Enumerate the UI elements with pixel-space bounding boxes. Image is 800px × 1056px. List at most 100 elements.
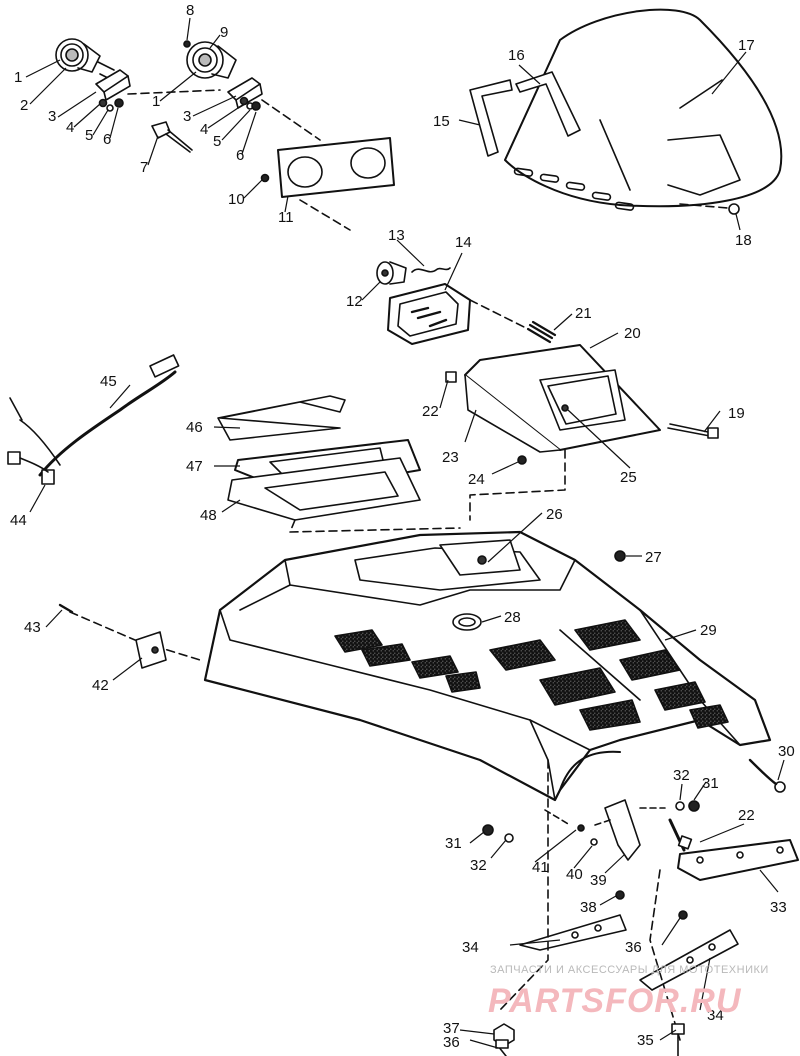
wiring-harness-45 xyxy=(7,354,180,485)
leader-left-skid xyxy=(499,759,549,1011)
callout-46: 46 xyxy=(186,419,203,436)
callout-6: 6 xyxy=(103,131,111,148)
clip-22-upper xyxy=(445,371,457,383)
callout-34: 34 xyxy=(462,939,479,956)
callout-34b: 34 xyxy=(707,1007,724,1024)
callout-31: 31 xyxy=(702,775,719,792)
watermark-logo: PARTSFOR.RU xyxy=(488,982,742,1020)
windshield-trim-15 xyxy=(469,79,513,157)
callout-29: 29 xyxy=(700,622,717,639)
callout-41: 41 xyxy=(532,859,549,876)
leader-windshield-screw xyxy=(679,203,729,209)
callout-15: 15 xyxy=(433,113,450,130)
callout-21: 21 xyxy=(575,305,592,322)
callout-5: 5 xyxy=(85,127,93,144)
callout-18: 18 xyxy=(735,232,752,249)
leader-left-side xyxy=(69,611,201,661)
callout-31b: 31 xyxy=(445,835,462,852)
screw-38 xyxy=(615,890,625,900)
callout-32b: 32 xyxy=(470,857,487,874)
headlight-housing-20 xyxy=(464,344,661,453)
callout-10: 10 xyxy=(228,191,245,208)
callout-44: 44 xyxy=(10,512,27,529)
callout-42: 42 xyxy=(92,677,109,694)
gasket-48 xyxy=(227,457,421,521)
watermark-tagline: ЗАПЧАСТИ И АКСЕССУАРЫ ДЛЯ МОТОТЕХНИКИ xyxy=(490,964,769,976)
callout-13: 13 xyxy=(388,227,405,244)
callout-19: 19 xyxy=(728,405,745,422)
callout-39: 39 xyxy=(590,872,607,889)
nut-left-6 xyxy=(114,98,124,108)
callout-numbers: 1 2 3 4 5 6 7 8 9 1 3 4 5 6 10 11 12 13 … xyxy=(10,2,795,1051)
callout-26: 26 xyxy=(546,506,563,523)
callout-48: 48 xyxy=(200,507,217,524)
callout-30: 30 xyxy=(778,743,795,760)
callout-1b: 1 xyxy=(152,93,160,110)
callout-8: 8 xyxy=(186,2,194,19)
callout-45: 45 xyxy=(100,373,117,390)
callout-22: 22 xyxy=(422,403,439,420)
leader-gauge-panel xyxy=(261,99,321,141)
callout-36b: 36 xyxy=(443,1034,460,1051)
callout-4b: 4 xyxy=(200,121,208,138)
callout-24: 24 xyxy=(468,471,485,488)
callout-40: 40 xyxy=(566,866,583,883)
washer-32-right xyxy=(675,801,685,811)
callout-4: 4 xyxy=(66,119,74,136)
rivet-41 xyxy=(577,824,585,832)
callout-22b: 22 xyxy=(738,807,755,824)
windshield-trim-16 xyxy=(515,71,581,137)
nut-31-right xyxy=(688,800,700,812)
screw-40 xyxy=(590,838,598,846)
adjuster-spring-21 xyxy=(526,320,557,344)
windshield-17 xyxy=(504,8,783,208)
bolt-35 xyxy=(671,1023,685,1056)
hood-vent-grilles xyxy=(334,619,729,731)
callout-2: 2 xyxy=(20,97,28,114)
washer-32-left xyxy=(504,833,514,843)
gauge-mounting-bracket-left xyxy=(95,69,131,101)
callout-47: 47 xyxy=(186,458,203,475)
nut-right-6 xyxy=(251,101,261,111)
callout-12: 12 xyxy=(346,293,363,310)
callout-1: 1 xyxy=(14,69,22,86)
windshield-screw-18 xyxy=(728,203,740,215)
callout-28: 28 xyxy=(504,609,521,626)
leader-right-skid xyxy=(649,869,681,1041)
screw-36-upper xyxy=(678,910,688,920)
headlight-assembly-14 xyxy=(387,283,471,345)
sensor-probe-7 xyxy=(151,121,193,153)
screw-24 xyxy=(517,455,527,465)
tether-30 xyxy=(748,758,786,793)
callout-33: 33 xyxy=(770,899,787,916)
screw-10 xyxy=(260,173,270,183)
callout-43: 43 xyxy=(24,619,41,636)
callout-14: 14 xyxy=(455,234,472,251)
callout-7: 7 xyxy=(140,159,148,176)
leader-gasket-hood xyxy=(289,519,461,533)
screw-8 xyxy=(183,40,191,48)
leader-gauge xyxy=(127,89,221,95)
callout-20: 20 xyxy=(624,325,641,342)
gauge-right xyxy=(186,41,237,79)
screw-27 xyxy=(614,550,626,562)
instrument-panel-11 xyxy=(277,137,395,198)
headlight-bulb-12 xyxy=(376,261,407,285)
callout-11: 11 xyxy=(278,209,294,226)
callout-36: 36 xyxy=(625,939,642,956)
washer-left-5 xyxy=(106,104,114,112)
clip-22-lower xyxy=(677,835,693,850)
leader-headlight-spring xyxy=(469,299,531,331)
callout-16: 16 xyxy=(508,47,525,64)
skid-plate-34-right xyxy=(639,929,739,991)
callout-3b: 3 xyxy=(183,108,191,125)
callout-5b: 5 xyxy=(213,133,221,150)
bolt-19 xyxy=(667,423,719,439)
bumper-bracket-33 xyxy=(677,839,799,881)
callout-38: 38 xyxy=(580,899,597,916)
nut-left-4 xyxy=(98,98,108,108)
callout-27: 27 xyxy=(645,549,662,566)
